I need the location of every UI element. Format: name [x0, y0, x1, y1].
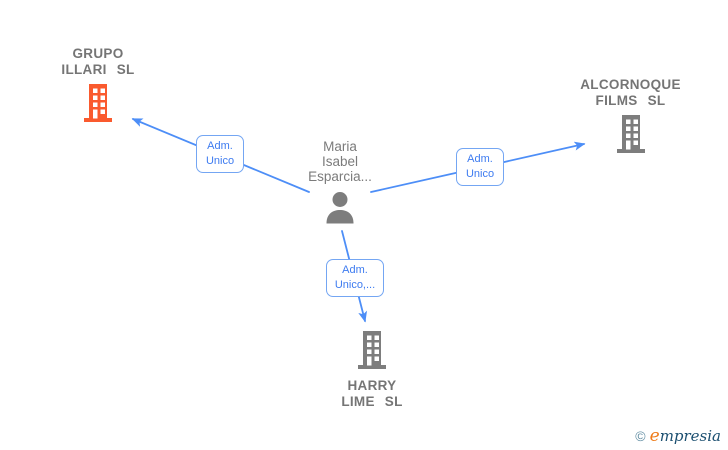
company-name-line: GRUPO [72, 46, 124, 61]
node-alcornoque-films[interactable]: ALCORNOQUE FILMS SL [558, 77, 703, 158]
person-name-line: Isabel [321, 154, 359, 169]
person-name: Maria Isabel Esparcia... [280, 139, 400, 184]
company-name: GRUPO ILLARI SL [28, 46, 168, 78]
building-icon [615, 115, 647, 158]
edge-label-adm-unico-left[interactable]: Adm. Unico [196, 135, 244, 173]
company-name-line: FILMS SL [595, 93, 666, 108]
edge-label-adm-unico-bottom[interactable]: Adm. Unico,... [326, 259, 384, 297]
copyright-symbol: © [635, 428, 646, 444]
building-icon [82, 84, 114, 127]
person-name-line: Maria [323, 139, 357, 154]
company-name-line: ALCORNOQUE [580, 77, 681, 92]
footer-brand: ©empresia [635, 426, 721, 446]
empresia-logo[interactable]: empresia [649, 426, 721, 446]
company-name: HARRY LIME SL [312, 378, 432, 410]
node-harry-lime[interactable]: HARRY LIME SL [312, 331, 432, 410]
company-name-line: LIME SL [341, 394, 403, 409]
node-grupo-illari[interactable]: GRUPO ILLARI SL [28, 46, 168, 127]
building-icon [356, 331, 388, 374]
node-person-maria-isabel-esparcia[interactable]: Maria Isabel Esparcia... [280, 139, 400, 229]
person-icon [323, 191, 357, 229]
edge-label-adm-unico-right[interactable]: Adm. Unico [456, 148, 504, 186]
empresia-logo-e: e [649, 426, 660, 446]
person-name-line: Esparcia... [308, 169, 372, 184]
company-name: ALCORNOQUE FILMS SL [558, 77, 703, 109]
company-name-line: HARRY [347, 378, 397, 393]
company-name-line: ILLARI SL [61, 62, 135, 77]
empresia-logo-rest: mpresia [659, 427, 721, 445]
